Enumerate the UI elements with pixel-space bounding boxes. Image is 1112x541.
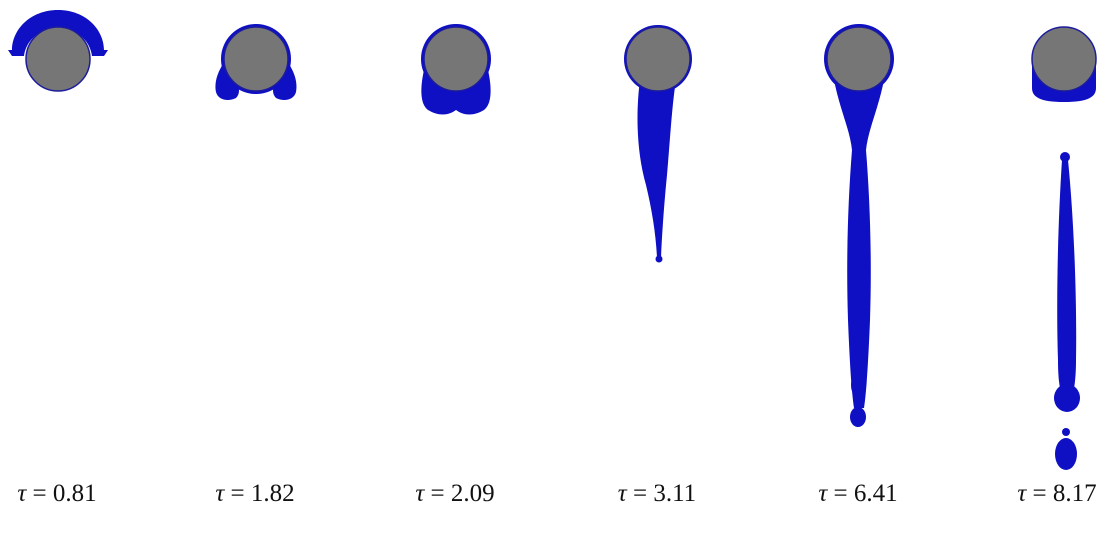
frame-6-small-neck-drop [1062,428,1070,436]
frame-4-shape [624,25,692,263]
tau-value: 2.09 [450,480,495,507]
tau-symbol: τ [215,480,225,507]
equals-sign: = [633,480,648,507]
frame-1-liquid-cap [8,10,108,56]
frame-1-particle [25,26,91,92]
frame-2-liquid-right-lobe [273,60,297,100]
equals-sign: = [32,480,47,507]
tau-value: 0.81 [52,480,97,507]
equals-sign: = [833,480,848,507]
equals-sign: = [230,480,245,507]
frame-6-filament-end-drop [1054,384,1080,412]
frame-label-2: τ = 1.82 [180,480,330,508]
frame-5-liquid-column [834,80,884,408]
frame-2-shape [215,24,297,100]
tau-symbol: τ [617,480,627,507]
tau-value: 6.41 [853,480,898,507]
frame-label-5: τ = 6.41 [783,480,933,508]
tau-symbol: τ [818,480,828,507]
frame-4-particle [625,26,691,92]
frame-6-falling-droplet [1055,438,1077,470]
frame-1-shape [8,10,108,92]
frame-6-detached-filament [1057,160,1077,396]
frame-5-bulge [851,373,865,397]
frame-5-satellite-drop [850,407,866,427]
frame-label-3: τ = 2.09 [380,480,530,508]
frame-5-particle [826,26,892,92]
tau-symbol: τ [17,480,27,507]
tau-value: 3.11 [653,480,697,507]
frame-6-shape [1031,26,1097,470]
frame-5-shape [824,24,894,427]
frame-6-particle [1031,26,1097,92]
frame-3-particle [423,26,489,92]
frame-3-shape [421,24,491,115]
frame-label-1: τ = 0.81 [0,480,132,508]
frame-4-thread-tip [655,255,663,263]
frame-6-filament-top [1060,152,1070,162]
frame-label-4: τ = 3.11 [582,480,732,508]
frame-label-6: τ = 8.17 [982,480,1112,508]
equals-sign: = [430,480,445,507]
equals-sign: = [1032,480,1047,507]
frame-4-liquid-thread [637,80,676,258]
frame-2-particle [223,26,289,92]
frame-2-liquid-left-lobe [215,60,239,100]
tau-symbol: τ [415,480,425,507]
tau-symbol: τ [1017,480,1027,507]
tau-value: 1.82 [250,480,295,507]
tau-value: 8.17 [1052,480,1097,507]
